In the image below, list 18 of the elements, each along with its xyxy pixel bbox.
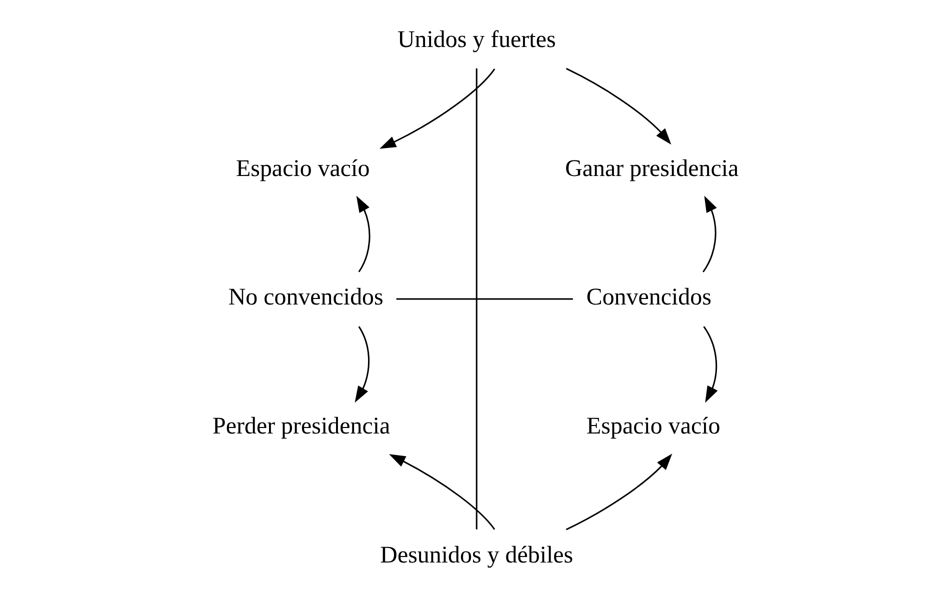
arrow — [356, 196, 370, 272]
node-text: Convencidos — [586, 284, 711, 311]
node-text: Perder presidencia — [212, 414, 390, 440]
node-text: Espacio vacío — [236, 156, 370, 182]
arrow — [379, 68, 495, 149]
node-text: Espacio vacío — [586, 414, 720, 440]
arrow — [354, 326, 370, 403]
arrow — [702, 196, 716, 272]
arrow — [702, 326, 718, 403]
arrow — [565, 68, 671, 145]
connector — [396, 298, 572, 300]
node-text: Ganar presidencia — [564, 156, 738, 182]
arrow — [565, 454, 672, 530]
node-text: Desunidos y débiles — [380, 542, 573, 568]
connector — [475, 68, 477, 530]
node-text: Unidos y fuertes — [396, 27, 556, 54]
arrow — [388, 454, 495, 530]
node-text: No convencidos — [228, 284, 383, 311]
